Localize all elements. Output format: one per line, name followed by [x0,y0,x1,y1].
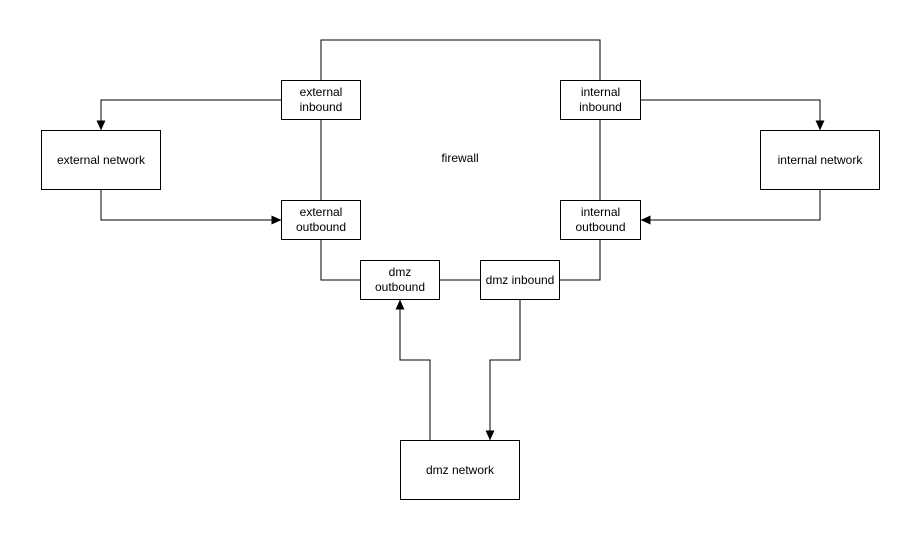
edge-internal-inbound-to-internal-network [641,99,825,131]
edge-external-outbound-to-dmz-outbound [320,240,360,281]
node-dmz-outbound: dmz outbound [360,260,440,300]
node-dmz-inbound: dmz inbound [480,260,560,300]
edge-external-inbound-to-internal-inbound [320,39,601,80]
edge-external-network-to-external-outbound [100,190,282,225]
edge-dmz-inbound-to-dmz-network [485,300,521,441]
edge-dmz-network-to-dmz-outbound [395,299,431,440]
node-external-outbound: external outbound [281,200,361,240]
node-internal-network: internal network [760,130,880,190]
node-internal-inbound: internal inbound [560,80,641,120]
edge-internal-outbound-to-dmz-inbound [560,240,601,281]
node-external-inbound: external inbound [281,80,361,120]
edge-internal-network-to-internal-outbound [640,190,821,225]
node-dmz-network: dmz network [400,440,520,500]
firewall-label: firewall [441,151,479,165]
node-internal-outbound: internal outbound [560,200,641,240]
node-external-network: external network [41,130,161,190]
edge-external-inbound-to-external-network [96,99,281,131]
